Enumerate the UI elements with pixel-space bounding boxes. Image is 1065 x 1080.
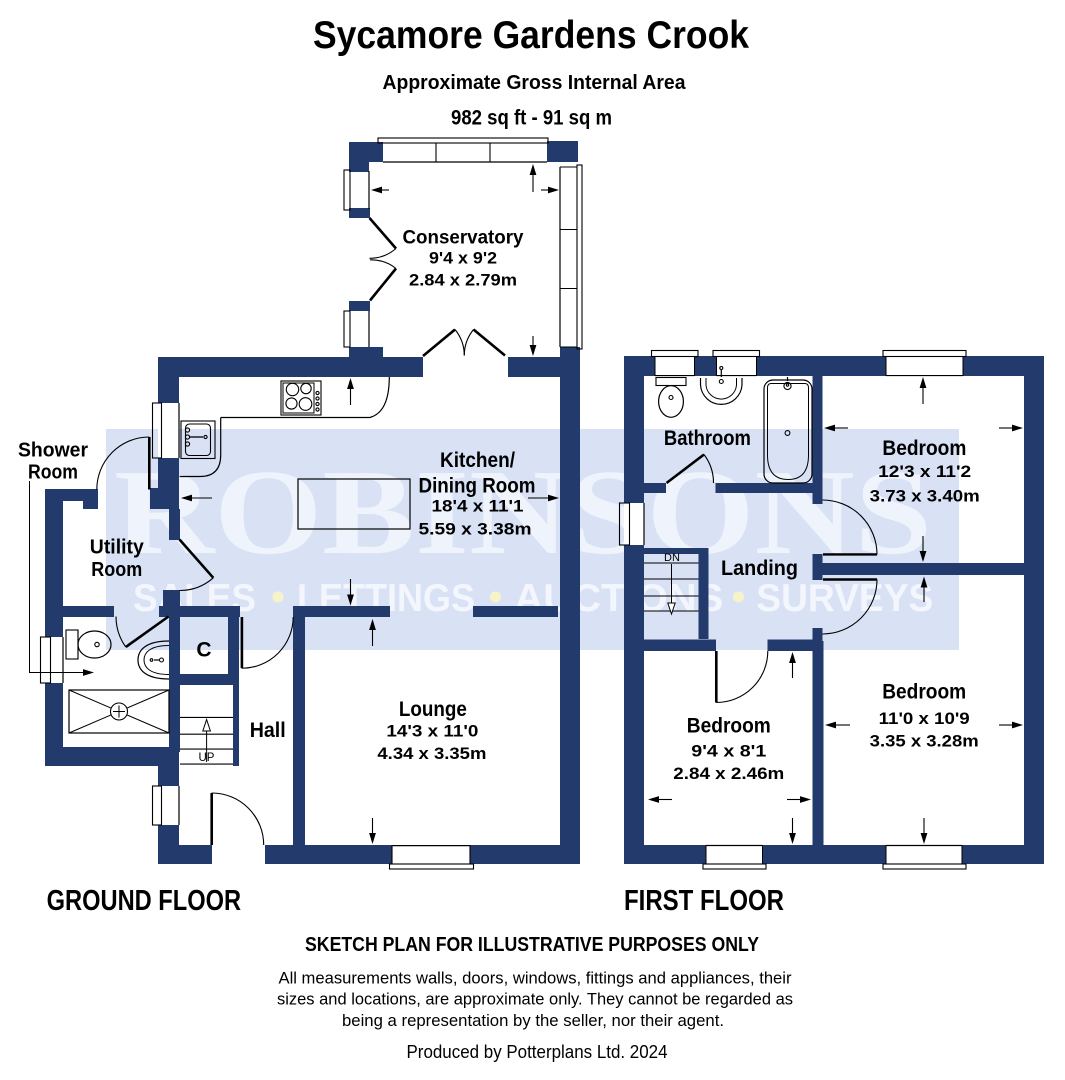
svg-text:Bedroom: Bedroom	[882, 681, 966, 704]
svg-text:Dining Room: Dining Room	[419, 474, 536, 497]
svg-text:ROBINSONS: ROBINSONS	[114, 445, 932, 580]
svg-text:Shower: Shower	[18, 440, 88, 462]
svg-text:Produced by Potterplans Ltd. 2: Produced by Potterplans Ltd. 2024	[407, 1041, 668, 1062]
svg-text:18'4 x 11'1: 18'4 x 11'1	[432, 497, 524, 515]
svg-text:Bathroom: Bathroom	[664, 427, 751, 450]
svg-text:Sycamore Gardens Crook: Sycamore Gardens Crook	[313, 14, 749, 57]
svg-text:SKETCH PLAN FOR ILLUSTRATIVE P: SKETCH PLAN FOR ILLUSTRATIVE PURPOSES ON…	[305, 933, 759, 956]
svg-text:11'0 x 10'9: 11'0 x 10'9	[879, 710, 970, 728]
svg-text:Room: Room	[28, 461, 78, 483]
svg-text:9'4 x 8'1: 9'4 x 8'1	[691, 742, 766, 760]
svg-text:2.84 x 2.46m: 2.84 x 2.46m	[673, 765, 784, 783]
svg-text:UP: UP	[199, 752, 215, 764]
svg-text:982 sq ft - 91 sq m: 982 sq ft - 91 sq m	[451, 107, 612, 130]
svg-text:Hall: Hall	[250, 719, 286, 742]
svg-text:Lounge: Lounge	[399, 698, 467, 721]
svg-text:being a representation by the: being a representation by the seller, no…	[342, 1012, 724, 1030]
svg-text:3.73 x 3.40m: 3.73 x 3.40m	[870, 488, 980, 506]
svg-text:Conservatory: Conservatory	[403, 228, 524, 249]
svg-text:Room: Room	[91, 559, 142, 581]
svg-text:C: C	[196, 639, 211, 662]
svg-text:5.59 x 3.38m: 5.59 x 3.38m	[419, 521, 532, 539]
svg-text:12'3 x 11'2: 12'3 x 11'2	[878, 463, 971, 481]
svg-text:Kitchen/: Kitchen/	[440, 449, 515, 472]
svg-text:3.35 x 3.28m: 3.35 x 3.28m	[870, 733, 979, 751]
svg-text:Bedroom: Bedroom	[882, 437, 966, 460]
svg-text:SURVEYS: SURVEYS	[756, 577, 933, 620]
svg-text:DN: DN	[664, 552, 680, 564]
svg-text:Bedroom: Bedroom	[687, 715, 771, 738]
svg-text:4.34 x 3.35m: 4.34 x 3.35m	[377, 745, 486, 763]
svg-text:FIRST FLOOR: FIRST FLOOR	[624, 885, 784, 917]
svg-text:2.84 x 2.79m: 2.84 x 2.79m	[409, 272, 517, 290]
svg-text:Utility: Utility	[90, 537, 145, 559]
svg-text:GROUND FLOOR: GROUND FLOOR	[47, 885, 242, 917]
svg-text:Landing: Landing	[721, 557, 798, 580]
svg-text:Approximate Gross Internal Are: Approximate Gross Internal Area	[383, 71, 687, 94]
svg-text:9'4 x 9'2: 9'4 x 9'2	[429, 250, 497, 268]
svg-text:14'3 x 11'0: 14'3 x 11'0	[386, 722, 478, 740]
svg-text:All measurements walls, doors,: All measurements walls, doors, windows, …	[279, 969, 793, 987]
svg-text:sizes and locations, are appro: sizes and locations, are approximate onl…	[277, 991, 793, 1009]
